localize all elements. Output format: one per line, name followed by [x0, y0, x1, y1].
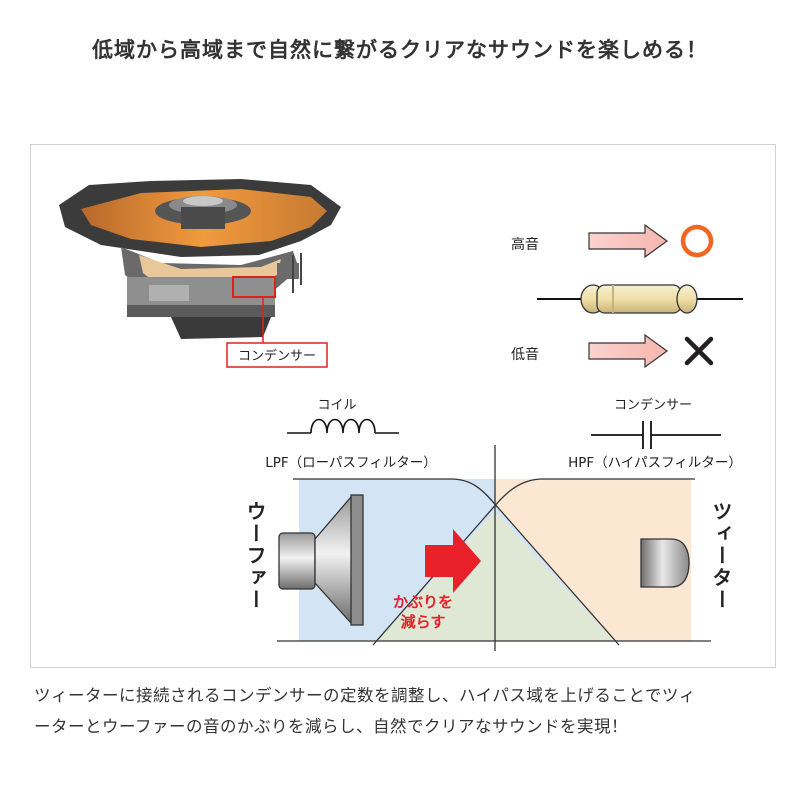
- capacitor-component: [596, 284, 682, 314]
- coil-symbol: [287, 418, 399, 434]
- woofer-label: ウーファー: [243, 501, 267, 611]
- capacitor-symbol: [591, 421, 721, 449]
- capacitor-label: コンデンサー: [614, 397, 692, 413]
- caption-line-2: ーターとウーファーの音のかぶりを減らし、自然でクリアなサウンドを実現！: [34, 717, 629, 736]
- headline: 低域から高域まで自然に繋がるクリアなサウンドを楽しめる！: [92, 38, 708, 62]
- low-tone-label: 低音: [511, 346, 539, 363]
- shift-arrow: [425, 529, 481, 593]
- caption: ツィーターに接続されるコンデンサーの定数を調整し、ハイパス域を上げることでツィ …: [34, 680, 774, 742]
- low-tone-arrow: [588, 333, 669, 369]
- lpf-label: LPF（ローパスフィルター）: [265, 455, 437, 471]
- filter-legend: 高音 低音: [511, 223, 743, 369]
- caption-line-1: ツィーターに接続されるコンデンサーの定数を調整し、ハイパス域を上げることでツィ: [34, 686, 696, 705]
- overlap-label-line2: 減らす: [401, 613, 446, 631]
- block-cross-icon: [684, 336, 714, 366]
- callout-box: [226, 342, 328, 368]
- diagram-svg: コンデンサー 高音 低音 コイル: [59, 179, 743, 651]
- overlap-label-line1: かぶりを: [393, 593, 453, 611]
- hpf-curve: [372, 478, 695, 646]
- callout-label: コンデンサー: [238, 348, 316, 364]
- woofer-icon: [278, 494, 364, 626]
- coil-label: コイル: [317, 398, 356, 413]
- lpf-curve: [293, 478, 620, 646]
- tweeter-label: ツィーター: [709, 501, 733, 611]
- tweeter-icon: [640, 538, 690, 588]
- capacitor-highlight-box: [232, 276, 276, 298]
- crossover-diagram: コイル LPF（ローパスフィルター） コンデンサー HPF（ハイパスフィルター）: [243, 397, 742, 651]
- high-tone-label: 高音: [511, 236, 539, 253]
- pass-circle-icon: [680, 224, 714, 258]
- diagram-panel: コンデンサー 高音 低音 コイル: [30, 144, 776, 668]
- high-tone-arrow: [588, 223, 669, 259]
- hpf-label: HPF（ハイパスフィルター）: [568, 455, 742, 471]
- speaker-illustration: コンデンサー: [59, 179, 341, 368]
